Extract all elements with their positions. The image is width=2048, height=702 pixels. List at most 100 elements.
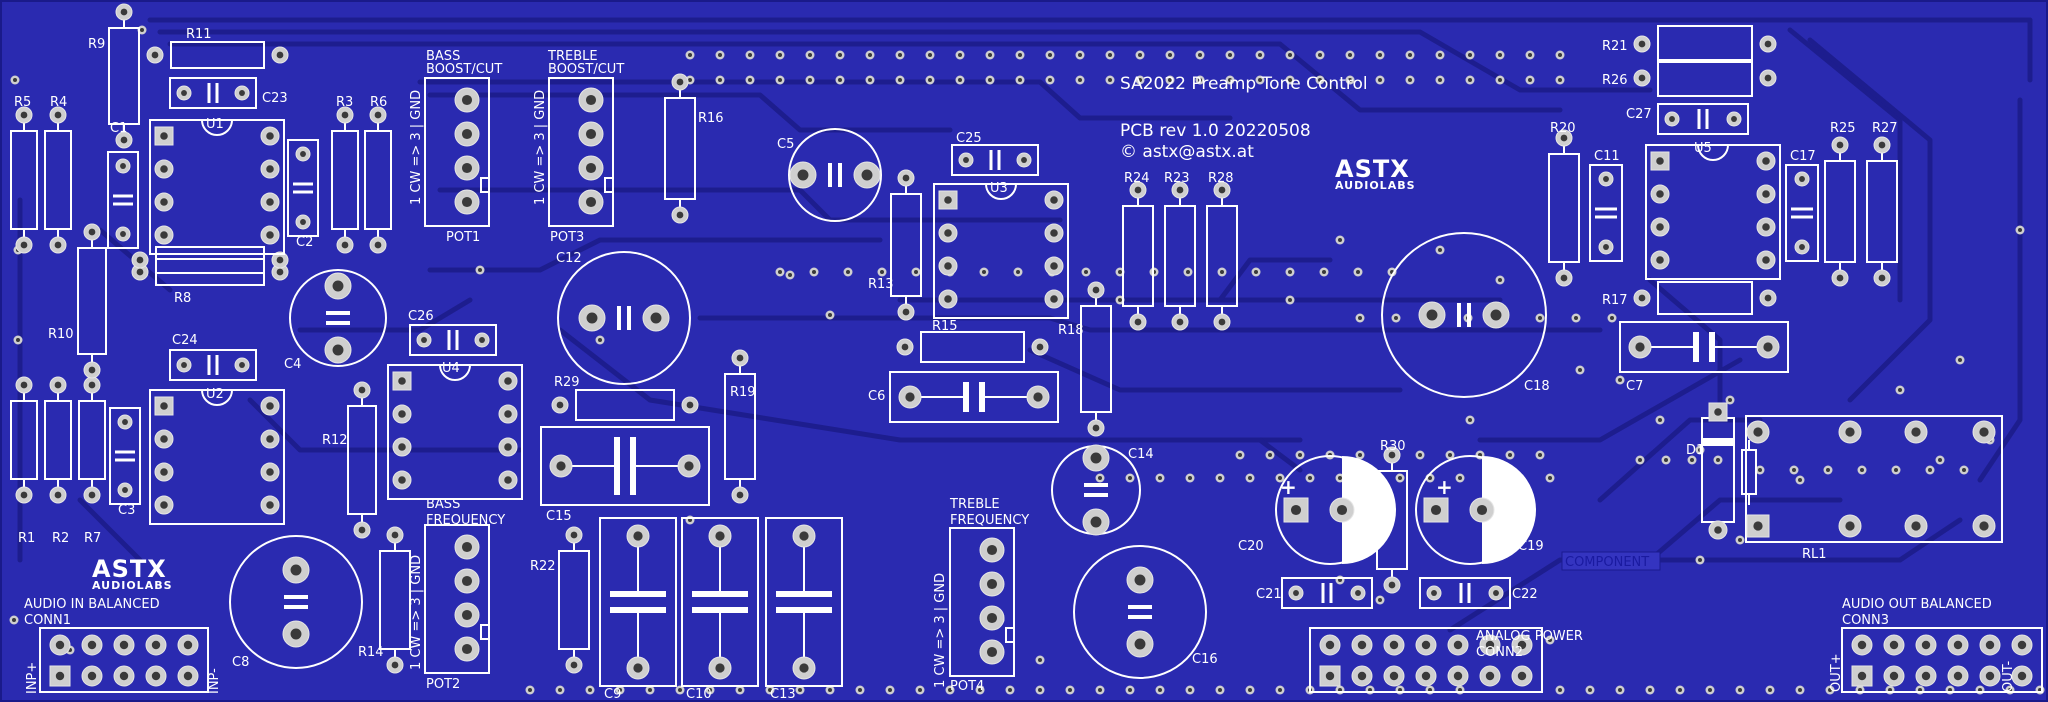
ref-u4: U4	[442, 361, 460, 376]
drill-hole	[1421, 671, 1431, 681]
drill-hole	[1603, 176, 1609, 182]
astx-logo-sub: AUDIOLABS	[1335, 179, 1416, 192]
silk-outline	[681, 517, 759, 687]
drill-hole	[1979, 521, 1989, 531]
drill-hole	[266, 402, 274, 410]
silk-outline	[951, 144, 1039, 176]
drill-hole	[556, 401, 564, 409]
drill-hole	[1764, 40, 1772, 48]
drill-hole	[1911, 521, 1921, 531]
drill-hole	[1836, 274, 1844, 282]
drill-hole	[239, 362, 245, 368]
conn1-pin-right: INP-	[207, 668, 222, 694]
drill-hole	[585, 128, 597, 140]
silk-outline	[1841, 627, 2043, 693]
drill-hole	[1033, 392, 1043, 402]
drill-hole	[20, 491, 28, 499]
drill-hole	[901, 343, 909, 351]
drill-hole	[1517, 671, 1527, 681]
drill-hole	[54, 241, 62, 249]
drill-hole	[398, 443, 406, 451]
drill-hole	[1134, 574, 1146, 586]
drill-hole	[1493, 590, 1499, 596]
drill-hole	[684, 461, 694, 471]
ref-c20: C20	[1238, 539, 1264, 554]
drill-hole	[183, 671, 193, 681]
drill-hole	[1656, 223, 1664, 231]
drill-hole	[341, 111, 349, 119]
drill-hole	[504, 410, 512, 418]
drill-hole	[1762, 157, 1770, 165]
drill-hole	[905, 392, 915, 402]
silk-outline	[1745, 415, 2003, 543]
pot4-pin-note: 1 CW => 3 | GND	[933, 573, 948, 688]
drill-hole	[944, 262, 952, 270]
drill-hole	[504, 443, 512, 451]
ref-r2: R2	[52, 531, 69, 546]
drill-hole	[633, 663, 643, 673]
drill-hole	[1430, 504, 1442, 516]
ref-r5: R5	[14, 95, 31, 110]
drill-hole	[1036, 343, 1044, 351]
silk-outline	[889, 371, 1059, 423]
ref-rl1: RL1	[1802, 547, 1827, 562]
drill-hole	[266, 435, 274, 443]
drill-hole	[55, 671, 65, 681]
drill-hole	[160, 402, 168, 410]
pot3-heading2: BOOST/CUT	[548, 62, 624, 77]
drill-hole	[136, 256, 144, 264]
drill-hole	[1325, 671, 1335, 681]
drill-hole	[1357, 671, 1367, 681]
drill-hole	[374, 111, 382, 119]
drill-hole	[341, 241, 349, 249]
drill-hole	[1389, 671, 1399, 681]
drill-hole	[797, 169, 809, 181]
drill-hole	[461, 609, 473, 621]
ref-r6: R6	[370, 95, 387, 110]
drill-hole	[20, 381, 28, 389]
silk-outline	[949, 527, 1015, 677]
drill-hole	[1050, 229, 1058, 237]
ref-c10: C10	[686, 687, 712, 702]
conn1-title: AUDIO IN BALANCED	[24, 597, 160, 612]
ref-c2: C2	[296, 235, 313, 250]
ref-r1: R1	[18, 531, 35, 546]
drill-hole	[120, 136, 128, 144]
drill-hole	[461, 196, 473, 208]
drill-hole	[963, 157, 969, 163]
ref-c1: C1	[110, 121, 127, 136]
conn3-pin-left: OUT+	[1829, 653, 1844, 692]
board-revision: PCB rev 1.0 20220508	[1120, 121, 1311, 141]
drill-hole	[358, 526, 366, 534]
silk-outline	[149, 389, 285, 525]
drill-hole	[1921, 671, 1931, 681]
drill-hole	[120, 231, 126, 237]
ref-r23: R23	[1164, 171, 1190, 186]
board-title: SA2022 Preamp Tone Control	[1120, 74, 1368, 94]
drill-hole	[1845, 521, 1855, 531]
silk-outline	[1657, 281, 1753, 315]
drill-hole	[570, 661, 578, 669]
drill-hole	[1176, 186, 1184, 194]
drill-hole	[1290, 504, 1302, 516]
drill-hole	[944, 196, 952, 204]
drill-hole	[266, 231, 274, 239]
drill-hole	[1388, 451, 1396, 459]
drill-hole	[290, 564, 302, 576]
silk-outline	[169, 349, 257, 381]
drill-hole	[1889, 671, 1899, 681]
c20-plus-mark: +	[1280, 475, 1297, 499]
drill-hole	[1638, 294, 1646, 302]
drill-hole	[151, 671, 161, 681]
drill-hole	[1090, 516, 1102, 528]
ref-c16: C16	[1192, 652, 1218, 667]
drill-hole	[2017, 671, 2027, 681]
drill-hole	[799, 531, 809, 541]
silk-outline	[424, 524, 490, 674]
ref-r21: R21	[1602, 39, 1628, 54]
drill-hole	[1090, 452, 1102, 464]
drill-hole	[1753, 427, 1763, 437]
silk-outline	[540, 426, 710, 506]
ref-c22: C22	[1512, 587, 1538, 602]
